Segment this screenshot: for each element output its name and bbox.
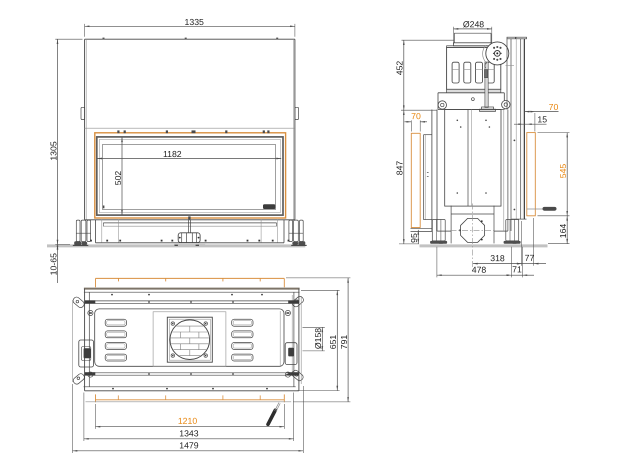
svg-text:15: 15 xyxy=(537,114,547,124)
svg-text:164: 164 xyxy=(558,224,568,239)
svg-text:Ø158: Ø158 xyxy=(313,328,323,349)
svg-text:1210: 1210 xyxy=(178,416,198,426)
svg-text:478: 478 xyxy=(472,265,487,275)
svg-text:71: 71 xyxy=(512,264,522,274)
svg-text:1343: 1343 xyxy=(179,428,199,438)
svg-text:1182: 1182 xyxy=(163,149,182,159)
svg-text:1335: 1335 xyxy=(185,17,205,27)
svg-text:1305: 1305 xyxy=(48,141,58,160)
svg-text:95: 95 xyxy=(409,233,419,243)
svg-text:502: 502 xyxy=(113,171,123,186)
svg-text:Ø248: Ø248 xyxy=(463,19,484,29)
svg-text:545: 545 xyxy=(558,164,568,179)
svg-text:70: 70 xyxy=(549,102,559,112)
svg-text:1479: 1479 xyxy=(179,440,199,450)
svg-text:452: 452 xyxy=(394,61,404,76)
svg-text:651: 651 xyxy=(328,335,338,350)
svg-text:847: 847 xyxy=(394,161,404,176)
svg-text:10-65: 10-65 xyxy=(48,253,58,275)
svg-text:791: 791 xyxy=(339,335,349,350)
svg-text:318: 318 xyxy=(490,253,505,263)
svg-text:77: 77 xyxy=(525,253,535,263)
svg-text:70: 70 xyxy=(411,111,421,121)
